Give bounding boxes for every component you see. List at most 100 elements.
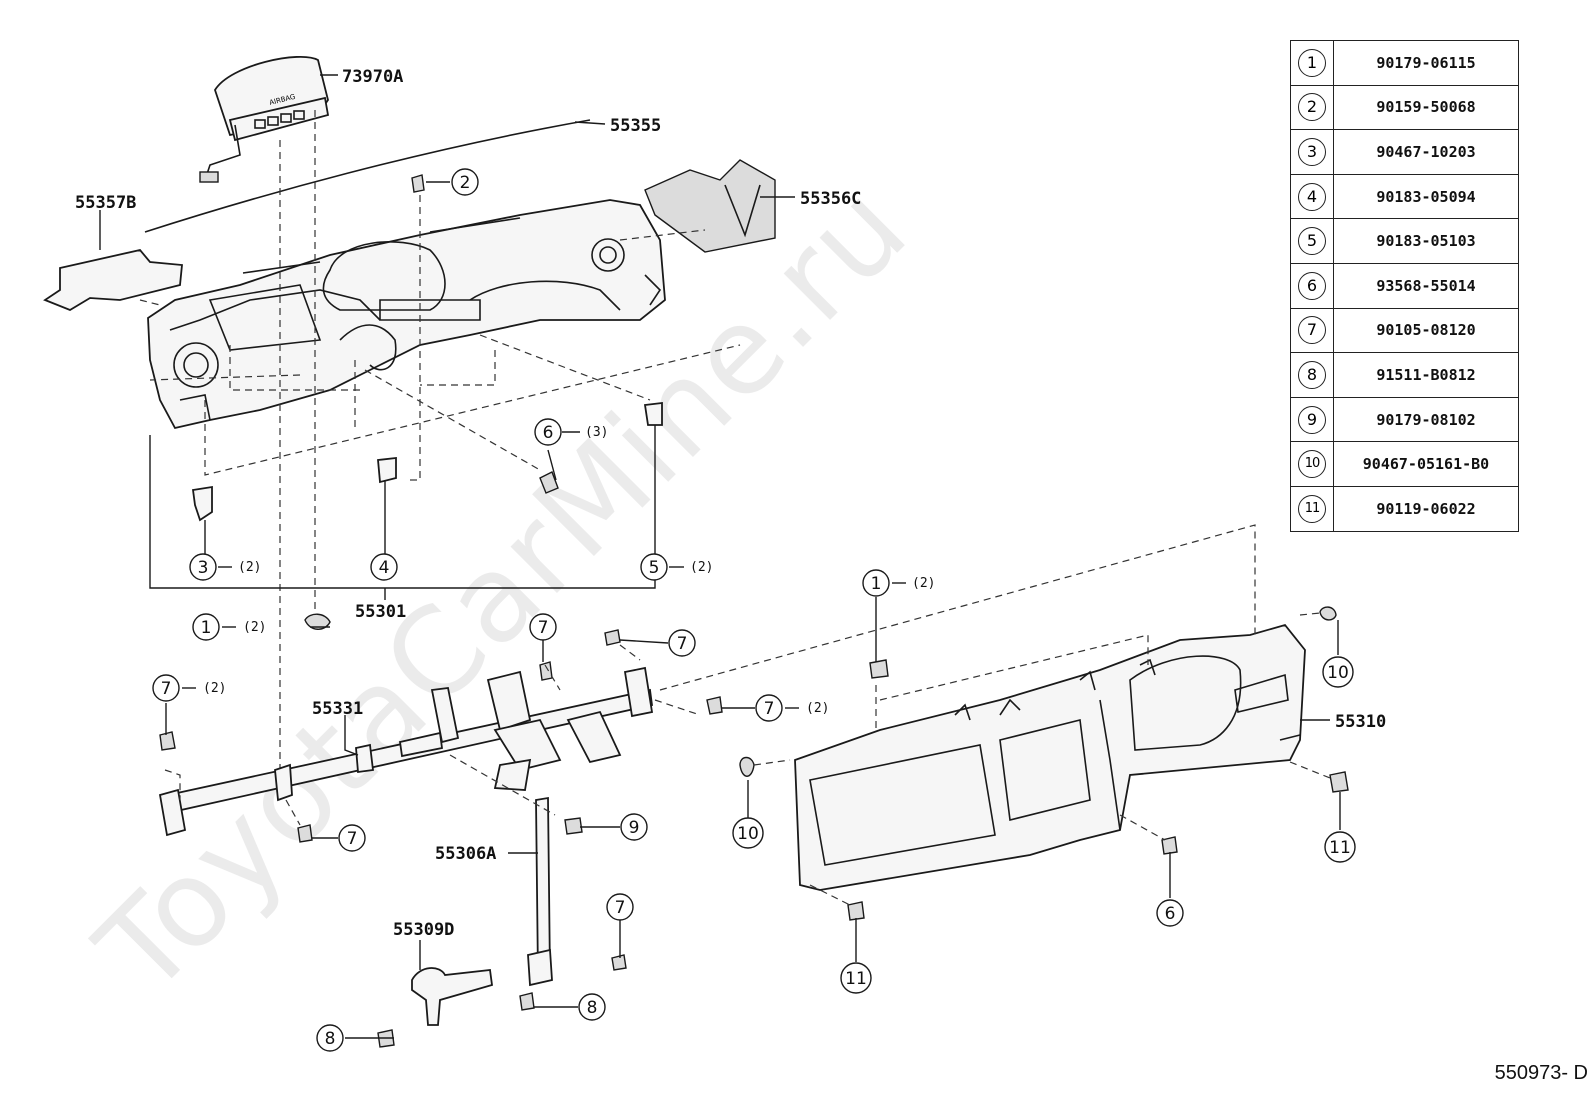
ref-number-cell: 3: [1290, 129, 1334, 175]
ref-number-cell: 2: [1290, 84, 1334, 131]
part-number-cell: 90179-06115: [1333, 40, 1519, 86]
label-55355: 55355: [610, 116, 661, 136]
svg-text:10: 10: [1327, 663, 1349, 683]
ref-number-cell: 11: [1290, 485, 1334, 532]
ref-number: 9: [1298, 405, 1326, 434]
ref-number-cell: 6: [1290, 262, 1334, 309]
label-55306a: 55306A: [435, 844, 496, 864]
clip-3: [191, 485, 213, 522]
part-number-cell: 90159-50068: [1333, 84, 1519, 131]
svg-text:7: 7: [538, 618, 549, 638]
svg-text:6: 6: [1165, 904, 1176, 924]
callout-7-f: 7: [606, 893, 634, 921]
airbag-73970a: AIRBAG: [199, 56, 330, 183]
svg-text:7: 7: [615, 898, 626, 918]
ref-number: 8: [1298, 360, 1326, 389]
ref-number-cell: 7: [1290, 307, 1334, 354]
screw-6-upper: [539, 471, 559, 494]
ref-number: 7: [1298, 316, 1326, 345]
callout-1-left: 1 (2): [192, 613, 266, 641]
ref-number-cell: 8: [1290, 352, 1334, 398]
svg-text:6: 6: [543, 423, 554, 443]
svg-text:8: 8: [587, 998, 598, 1018]
callout-11-bottom: 11: [840, 962, 872, 994]
ref-number: 6: [1298, 271, 1326, 300]
part-number-cell: 90467-10203: [1333, 129, 1519, 175]
svg-text:(2): (2): [912, 576, 935, 591]
strip-55355: [144, 119, 591, 233]
part-number-cell: 93568-55014: [1333, 262, 1519, 309]
ref-number: 4: [1298, 182, 1326, 211]
ref-number: 5: [1298, 227, 1326, 256]
callout-5: 5 (2): [640, 553, 713, 581]
svg-text:7: 7: [764, 699, 775, 719]
svg-text:(2): (2): [806, 701, 829, 716]
callout-11-right: 11: [1324, 831, 1356, 863]
svg-text:4: 4: [379, 558, 390, 578]
part-number-cell: 91511-B0812: [1333, 352, 1519, 398]
part-number-cell: 90467-05161-B0: [1333, 441, 1519, 487]
svg-text:(2): (2): [243, 620, 266, 635]
svg-text:9: 9: [629, 818, 640, 838]
callout-1-right: 1 (2): [862, 569, 935, 597]
bracket-55309d: [411, 967, 493, 1026]
pad-55356c: [644, 159, 776, 253]
svg-text:11: 11: [845, 969, 867, 989]
callout-7-d: 7 (2): [755, 694, 829, 722]
svg-text:10: 10: [737, 824, 759, 844]
svg-text:1: 1: [201, 618, 212, 638]
part-number-cell: 90183-05094: [1333, 173, 1519, 220]
svg-text:7: 7: [161, 679, 172, 699]
screw-2: [411, 174, 425, 193]
clip-4: [377, 456, 397, 484]
callout-4: 4: [370, 553, 398, 581]
svg-text:8: 8: [325, 1029, 336, 1049]
callout-7-e: 7: [338, 824, 366, 852]
label-73970a: 73970A: [342, 67, 403, 87]
ref-number-cell: 10: [1290, 441, 1334, 487]
callout-6-mid: 6 (3): [534, 418, 608, 446]
callout-8-a: 8: [578, 993, 606, 1021]
label-55356c: 55356C: [800, 189, 861, 209]
svg-text:1: 1: [871, 574, 882, 594]
label-55309d: 55309D: [393, 920, 454, 940]
ref-number-cell: 1: [1290, 40, 1334, 86]
reinforcement-55331: [158, 666, 654, 837]
callout-10-right: 10: [1322, 656, 1354, 688]
ref-number-cell: 9: [1290, 396, 1334, 443]
svg-text:(2): (2): [238, 560, 261, 575]
callout-7-b: 7: [668, 629, 696, 657]
svg-text:2: 2: [460, 173, 471, 193]
instrument-panel-upper: [147, 199, 666, 430]
svg-text:11: 11: [1329, 838, 1351, 858]
callout-8-b: 8: [316, 1024, 344, 1052]
callout-7-a: 7: [529, 613, 557, 641]
ref-number: 10: [1298, 450, 1326, 479]
part-number-cell: 90183-05103: [1333, 218, 1519, 264]
label-55331: 55331: [312, 699, 363, 719]
part-number-cell: 90105-08120: [1333, 307, 1519, 354]
label-55357b: 55357B: [75, 193, 136, 213]
clip-5: [643, 401, 663, 426]
ref-number: 2: [1298, 93, 1326, 122]
svg-text:(3): (3): [585, 425, 608, 440]
label-55310: 55310: [1335, 712, 1386, 732]
callout-9: 9: [620, 813, 648, 841]
drawing-code: 550973- D: [1494, 1062, 1588, 1084]
callout-3: 3 (2): [189, 553, 261, 581]
svg-text:(2): (2): [203, 681, 226, 696]
part-number-cell: 90179-08102: [1333, 396, 1519, 443]
svg-text:3: 3: [198, 558, 209, 578]
